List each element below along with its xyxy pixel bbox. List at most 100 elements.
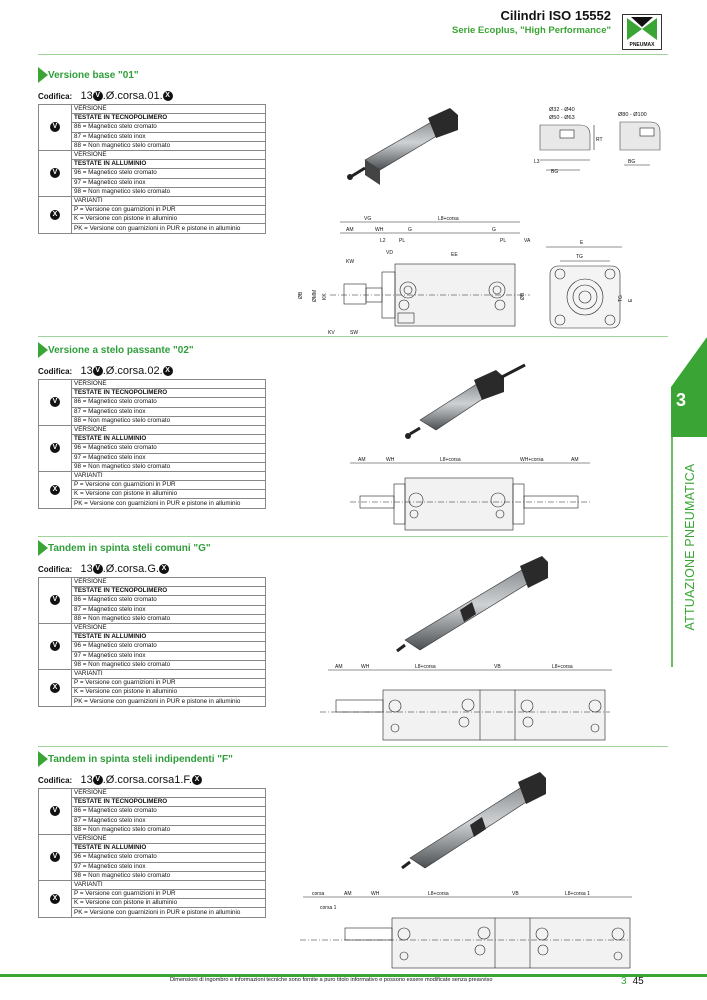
section-title: Tandem in spinta steli comuni "G"	[48, 543, 211, 554]
table-row: 97 = Magnetico stelo inox	[71, 861, 266, 872]
dim-label: corsa 1	[320, 905, 337, 911]
dim-label: L2	[380, 238, 386, 244]
table-row: VERSIONE	[71, 622, 266, 634]
page-number: 3 45	[621, 976, 644, 987]
dim-label: VB	[512, 891, 519, 897]
cylinder-end-view: E TG E TG	[546, 240, 634, 329]
dim-label: BG	[551, 169, 558, 175]
section-arrow-icon	[38, 342, 48, 358]
table-row: 86 = Magnetico stelo cromato	[71, 122, 266, 133]
table-row: 96 = Magnetico stelo cromato	[71, 168, 266, 179]
dim-label: ØB	[298, 291, 304, 299]
footer-chapter: 3	[621, 976, 627, 987]
v-symbol-icon: V	[50, 122, 60, 133]
logo-text: PNEUMAX	[629, 42, 655, 48]
cylinder-3d-image-3	[396, 556, 548, 653]
v-symbol-icon: V	[50, 641, 60, 652]
table-row: 98 = Non magnetico stelo cromato	[71, 659, 266, 670]
v-symbol-icon: V	[50, 595, 60, 606]
dim-label: Ø32 - Ø40	[549, 107, 575, 113]
dim-label: BG	[628, 159, 635, 165]
footer-disclaimer: Dimensioni di ingombro e informazioni te…	[170, 977, 493, 983]
v-symbol-icon: V	[50, 852, 60, 863]
table-row: VARIANTI	[71, 668, 266, 680]
dim-label: KK	[322, 293, 328, 300]
dim-label: AM	[358, 457, 366, 463]
v-symbol-icon: V	[92, 775, 103, 786]
dim-label: EE	[451, 252, 458, 258]
cylinder-drawing-3: AM WH L8+corsa VB L8+corsa	[320, 664, 612, 741]
dim-label: corsa	[312, 891, 324, 897]
table-row: PK = Versione con guarnizioni in PUR e p…	[71, 223, 266, 234]
footer-page: 45	[632, 976, 644, 987]
dim-label: VA	[524, 238, 531, 244]
table-row: 97 = Magnetico stelo inox	[71, 177, 266, 188]
v-symbol-icon: V	[92, 91, 103, 102]
x-symbol-icon: X	[191, 775, 202, 786]
section-title: Versione base "01"	[48, 70, 139, 81]
dim-label: WH	[371, 891, 380, 897]
section-arrow-icon	[38, 540, 48, 556]
table-row: K = Versione con pistone in alluminio	[71, 898, 266, 909]
table-row: 96 = Magnetico stelo cromato	[71, 852, 266, 863]
table-row: K = Versione con pistone in alluminio	[71, 687, 266, 698]
dim-label: L8+corsa	[440, 457, 461, 463]
dim-label: G	[492, 227, 496, 233]
table-row: 96 = Magnetico stelo cromato	[71, 641, 266, 652]
table-row: TESTATE IN ALLUMINIO	[71, 159, 266, 170]
table-row: 88 = Non magnetico stelo cromato	[71, 824, 266, 835]
table-row: 88 = Non magnetico stelo cromato	[71, 140, 266, 151]
x-symbol-icon: X	[50, 484, 60, 495]
dim-label: ØMM	[312, 290, 318, 302]
table-row: 97 = Magnetico stelo inox	[71, 650, 266, 661]
dim-label: KW	[346, 259, 354, 265]
table-row: VERSIONE	[71, 576, 266, 588]
x-symbol-icon: X	[162, 91, 173, 102]
dim-label: WH	[361, 664, 370, 670]
dim-label: WH	[386, 457, 395, 463]
x-symbol-icon: X	[162, 366, 173, 377]
dim-label: Ø50 - Ø63	[549, 115, 575, 121]
dim-label: VD	[386, 250, 393, 256]
x-symbol-icon: X	[50, 682, 60, 693]
chapter-tab	[671, 337, 707, 667]
footer-rule	[0, 974, 707, 977]
table-row: TESTATE IN TECNOPOLIMERO	[71, 586, 266, 597]
table-row: 87 = Magnetico stelo inox	[71, 815, 266, 826]
cylinder-drawing-2: AM WH L8+corsa WH+corsa AM	[350, 457, 590, 531]
header-rule	[38, 54, 668, 55]
table-row: 87 = Magnetico stelo inox	[71, 604, 266, 615]
chapter-number: 3	[676, 390, 687, 410]
dim-label: KV	[328, 330, 335, 336]
section-rule	[38, 746, 668, 747]
v-symbol-icon: V	[92, 366, 103, 377]
table-row: TESTATE IN TECNOPOLIMERO	[71, 797, 266, 808]
dim-label: TG	[576, 254, 583, 260]
section-rule	[38, 536, 668, 537]
section-title: Tandem in spinta steli indipendenti "F"	[48, 754, 233, 765]
table-row: 86 = Magnetico stelo cromato	[71, 595, 266, 606]
options-table: V VERSIONE TESTATE IN TECNOPOLIMERO 86 = …	[38, 576, 266, 707]
dim-label: AM	[344, 891, 352, 897]
dim-label: E	[628, 298, 634, 302]
cylinder-drawing-1: VG L8+corsa AM WH G G L2 PL PL VA VD EE …	[298, 216, 531, 336]
dim-label: WH+corsa	[520, 457, 544, 463]
dim-label: VB	[494, 664, 501, 670]
page-subtitle: Serie Ecoplus, "High Performance"	[452, 25, 611, 36]
table-row: PK = Versione con guarnizioni in PUR e p…	[71, 498, 266, 509]
v-symbol-icon: V	[92, 564, 103, 575]
table-row: TESTATE IN ALLUMINIO	[71, 843, 266, 854]
table-row: 98 = Non magnetico stelo cromato	[71, 870, 266, 881]
v-symbol-icon: V	[50, 397, 60, 408]
cylinder-3d-image-4	[401, 772, 546, 870]
